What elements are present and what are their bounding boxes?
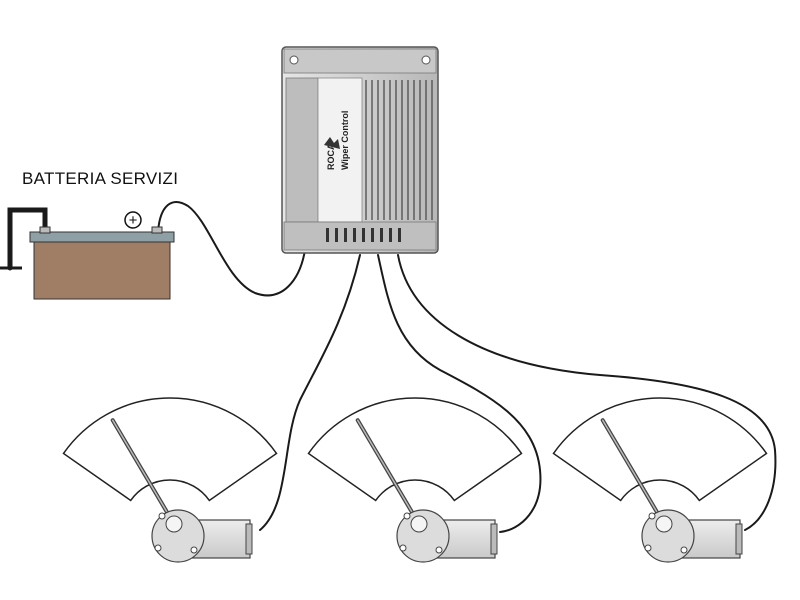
wiper-arm-highlight (601, 419, 665, 525)
mount-hole-icon (289, 55, 299, 65)
connector-slot (362, 228, 365, 242)
motor-end-cap (490, 523, 498, 555)
negative-terminal (39, 226, 51, 234)
connector-slot (398, 228, 401, 242)
connector-slot (326, 228, 329, 242)
positive-symbol-icon (124, 211, 142, 229)
wiper-3 (552, 397, 768, 563)
bolt-icon (158, 512, 166, 520)
wiper-group (62, 397, 768, 563)
wiper-2 (307, 397, 523, 563)
bolt-icon (648, 512, 656, 520)
battery: + (29, 211, 175, 300)
connector-slot (335, 228, 338, 242)
controller-product: Wiper Control (340, 111, 350, 170)
connector-slot (344, 228, 347, 242)
positive-symbol: + (129, 212, 138, 229)
wiper-pivot (655, 515, 673, 533)
wiper-sweep-area (307, 397, 523, 502)
motor-end-cap (245, 523, 253, 555)
wiper-1 (62, 397, 278, 563)
brand-logo-icon (324, 137, 340, 149)
bolt-icon (154, 544, 162, 552)
connector-slot (380, 228, 383, 242)
wire-to-wiper-3 (397, 254, 777, 531)
battery-ground-wire (7, 207, 48, 271)
connector-slot (371, 228, 374, 242)
controller-bottom-bar (283, 221, 437, 251)
motor-end-cap (735, 523, 743, 555)
controller-box: ROCA Wiper Control (281, 46, 439, 254)
controller-top-bar (283, 48, 437, 74)
wiper-arm-highlight (111, 419, 175, 525)
battery-body (33, 239, 171, 300)
connector-slot (389, 228, 392, 242)
connector-slot (353, 228, 356, 242)
positive-terminal (151, 226, 163, 234)
controller-brand: ROCA (326, 143, 336, 170)
wiper-arm-highlight (356, 419, 420, 525)
battery-to-controller-wire (157, 201, 306, 297)
bolt-icon (399, 544, 407, 552)
bolt-icon (644, 544, 652, 552)
wiper-sweep-area (552, 397, 768, 502)
controller-side-panel (285, 77, 319, 223)
bolt-icon (403, 512, 411, 520)
connector-slots (326, 228, 401, 242)
wiper-sweep-area (62, 397, 278, 502)
wiper-pivot (165, 515, 183, 533)
mount-hole-icon (421, 55, 431, 65)
wire-to-wiper-1 (259, 254, 361, 531)
heat-sink (365, 80, 433, 220)
bolt-icon (435, 546, 443, 554)
wire-to-wiper-2 (377, 254, 542, 533)
battery-label: BATTERIA SERVIZI (22, 169, 179, 188)
wiper-pivot (410, 515, 428, 533)
battery-top (29, 231, 175, 243)
bolt-icon (190, 546, 198, 554)
bolt-icon (680, 546, 688, 554)
